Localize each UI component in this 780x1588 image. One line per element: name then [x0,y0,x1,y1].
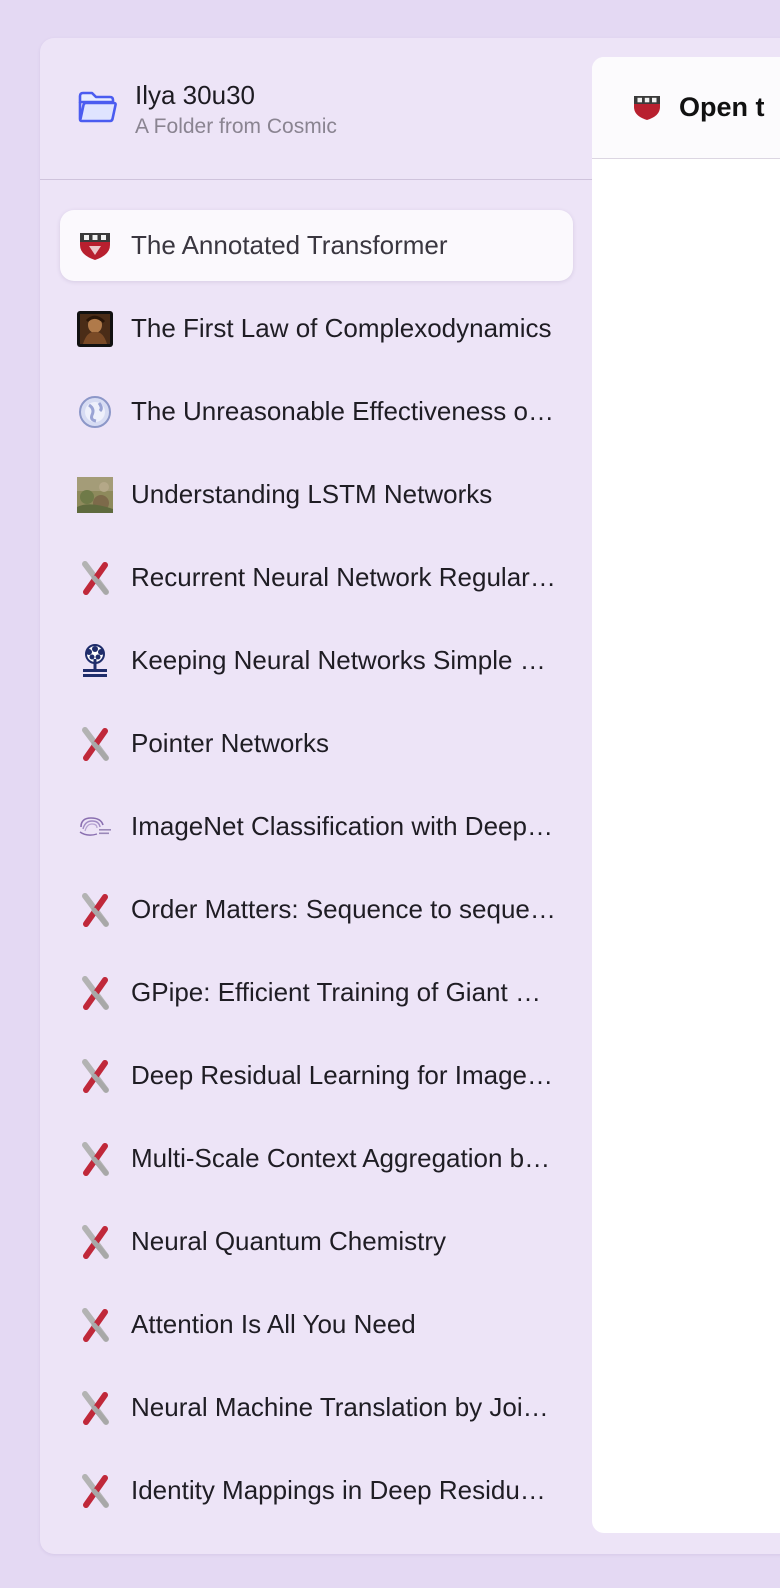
arxiv-icon [77,726,113,762]
list-item-label: Understanding LSTM Networks [131,479,493,509]
harvard-shield-icon [77,228,113,264]
harvard-shield-icon [634,96,660,120]
list-item-label: The First Law of Complexodynamics [131,313,552,343]
arxiv-icon [77,1473,113,1509]
list-item-label: Order Matters: Sequence to sequence for … [131,894,559,924]
bookmark-list: The Annotated Transformer The First Law … [60,210,573,1538]
list-item-label: Pointer Networks [131,728,329,758]
list-item[interactable]: Identity Mappings in Deep Residual Netwo… [60,1455,573,1526]
list-item-label: Recurrent Neural Network Regularization [131,562,559,592]
list-item[interactable]: Neural Quantum Chemistry [60,1206,573,1277]
folder-header: Ilya 30u30 A Folder from Cosmic [40,38,592,180]
list-item-label: Identity Mappings in Deep Residual Netwo… [131,1475,559,1505]
arxiv-icon [77,1390,113,1426]
list-item-label: Neural Quantum Chemistry [131,1226,446,1256]
content-title[interactable]: Open t [679,92,765,122]
list-item-label: Attention Is All You Need [131,1309,416,1339]
sidebar: Ilya 30u30 A Folder from Cosmic The Anno… [40,38,592,1554]
list-item[interactable]: Understanding LSTM Networks [60,459,573,530]
arxiv-icon [77,892,113,928]
folder-icon [78,91,117,123]
landscape-thumbnail-icon [77,477,113,513]
list-item[interactable]: Attention Is All You Need [60,1289,573,1360]
list-item-label: Keeping Neural Networks Simple by Minimi… [131,645,559,675]
arxiv-icon [77,1058,113,1094]
list-item[interactable]: Pointer Networks [60,708,573,779]
list-item-label: Deep Residual Learning for Image Recogni… [131,1060,559,1090]
list-item-label: ImageNet Classification with Deep Convol… [131,811,559,841]
list-item-label: Neural Machine Translation by Jointly Le… [131,1392,559,1422]
list-item[interactable]: Neural Machine Translation by Jointly Le… [60,1372,573,1443]
list-item[interactable]: Order Matters: Sequence to sequence for … [60,874,573,945]
list-item[interactable]: Recurrent Neural Network Regularization [60,542,573,613]
list-item[interactable]: The Unreasonable Effectiveness of Recurr… [60,376,573,447]
list-item[interactable]: Keeping Neural Networks Simple by Minimi… [60,625,573,696]
content-pane: Open t [592,57,780,1533]
portrait-thumbnail-icon [77,311,113,347]
list-item[interactable]: GPipe: Efficient Training of Giant Neura… [60,957,573,1028]
list-item-label: Multi-Scale Context Aggregation by Dilat… [131,1143,559,1173]
folder-subtitle: A Folder from Cosmic [135,115,337,138]
university-tree-icon [77,643,113,679]
list-item-label: The Annotated Transformer [131,230,448,260]
arxiv-icon [77,1141,113,1177]
list-item[interactable]: The Annotated Transformer [60,210,573,281]
list-item[interactable]: ImageNet Classification with Deep Convol… [60,791,573,862]
arxiv-icon [77,1224,113,1260]
list-item[interactable]: The First Law of Complexodynamics [60,293,573,364]
list-item-label: GPipe: Efficient Training of Giant Neura… [131,977,559,1007]
list-item-label: The Unreasonable Effectiveness of Recurr… [131,396,559,426]
content-header: Open t [592,57,780,159]
neurips-logo-icon [77,809,113,845]
arxiv-icon [77,1307,113,1343]
folder-title: Ilya 30u30 [135,80,255,110]
list-item[interactable]: Deep Residual Learning for Image Recogni… [60,1040,573,1111]
list-item[interactable]: Multi-Scale Context Aggregation by Dilat… [60,1123,573,1194]
arxiv-icon [77,560,113,596]
folder-panel: Ilya 30u30 A Folder from Cosmic The Anno… [40,38,780,1554]
arxiv-icon [77,975,113,1011]
globe-icon [77,394,113,430]
